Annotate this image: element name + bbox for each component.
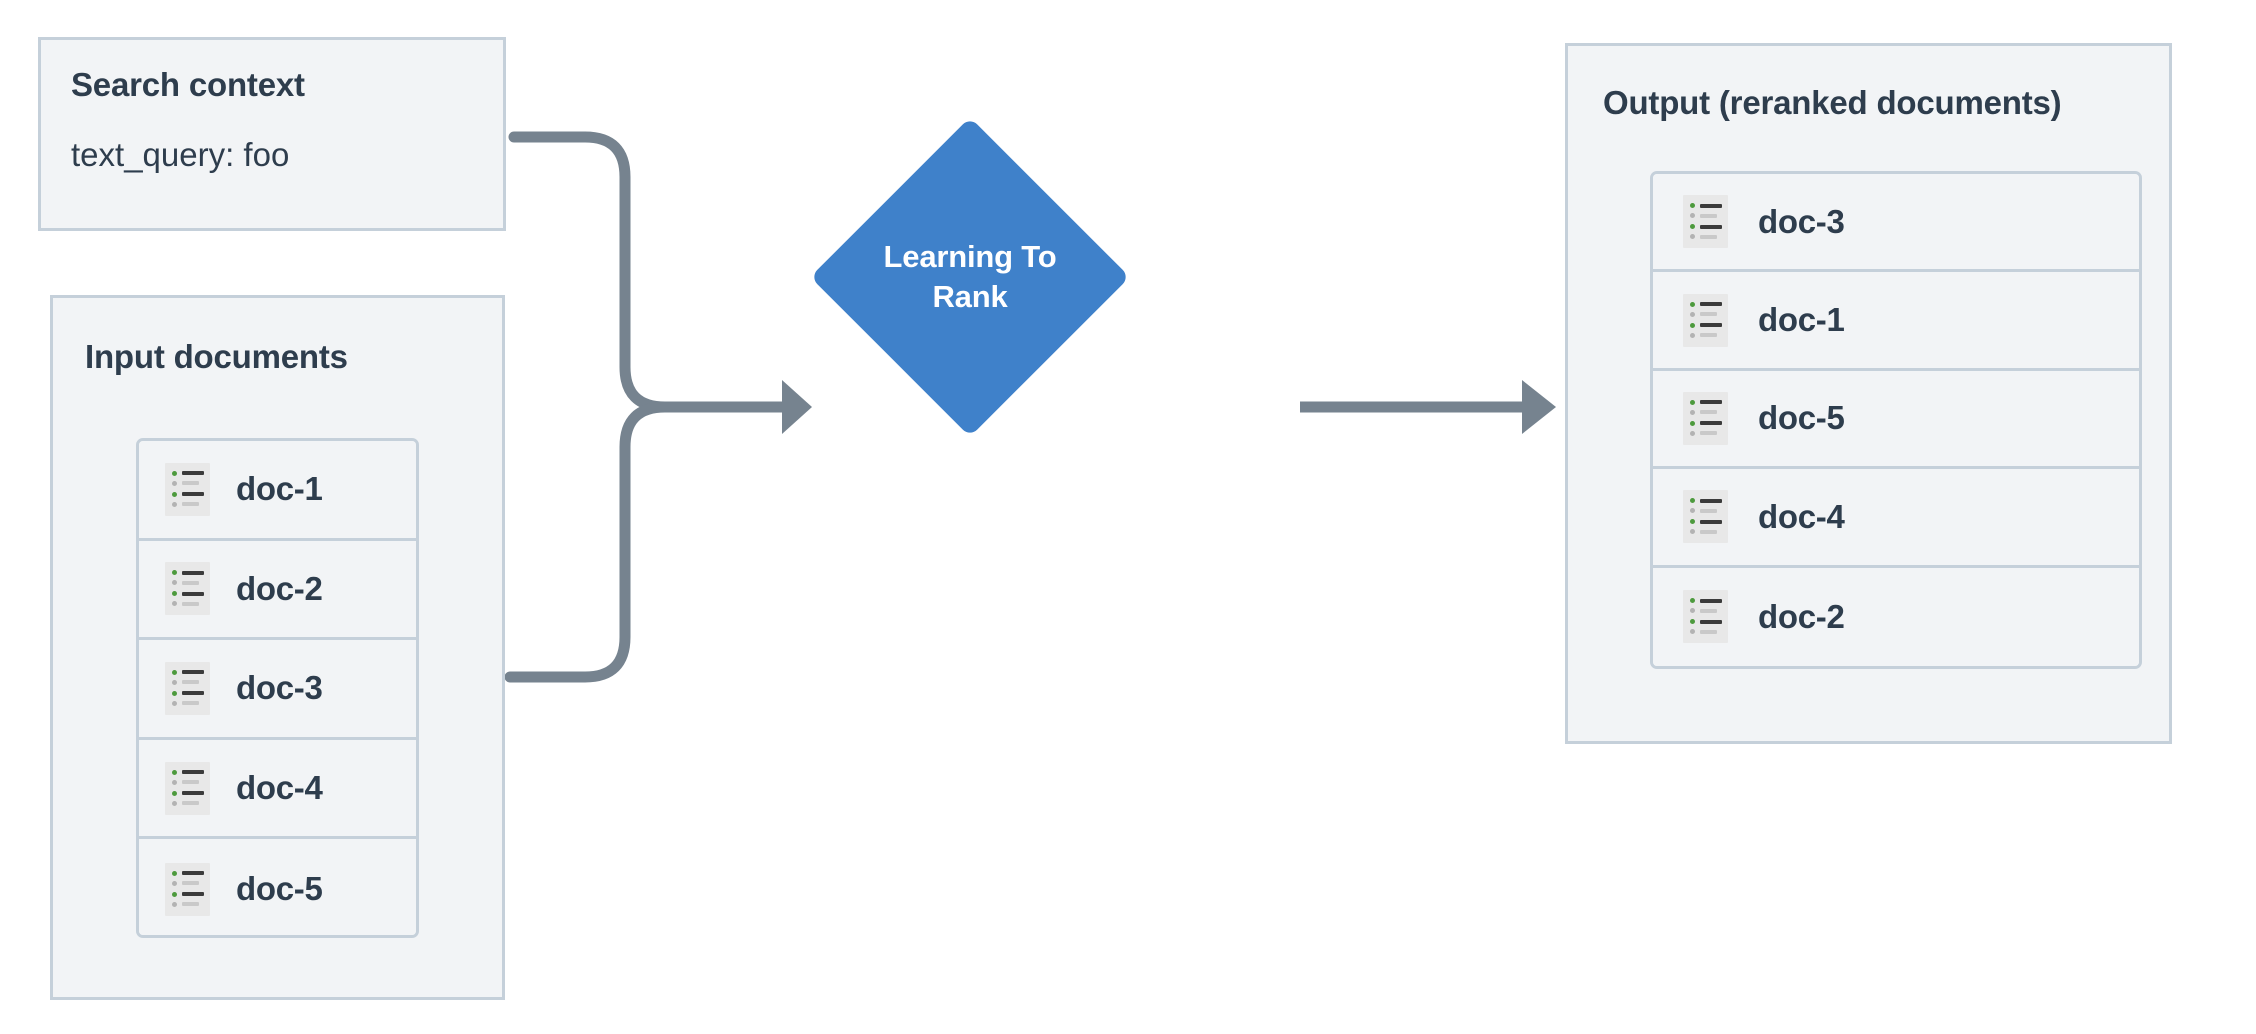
document-list-icon [1683, 293, 1728, 347]
list-item-label: doc-4 [1758, 497, 1845, 535]
list-item-label: doc-3 [1758, 202, 1845, 240]
list-item-label: doc-3 [236, 669, 323, 707]
list-item[interactable]: doc-3 [139, 640, 416, 740]
learning-to-rank-label: Learning To Rank [883, 239, 1057, 314]
list-item-label: doc-2 [1758, 597, 1845, 635]
list-item-label: doc-1 [236, 470, 323, 508]
list-item-label: doc-5 [1758, 399, 1845, 437]
arrowhead-into-model [782, 380, 812, 434]
list-item-label: doc-4 [236, 769, 323, 807]
list-item[interactable]: doc-4 [139, 739, 416, 840]
document-list-icon [165, 661, 210, 715]
list-item[interactable]: doc-1 [139, 441, 416, 541]
document-list-icon [165, 761, 210, 815]
output-document-list: doc-3 doc-1 doc-5 [1650, 171, 2142, 669]
list-item[interactable]: doc-5 [1653, 370, 2139, 470]
connector-search-context-to-model [508, 131, 796, 413]
list-item[interactable]: doc-4 [1653, 469, 2139, 568]
document-list-icon [1683, 590, 1728, 644]
list-item[interactable]: doc-1 [1653, 272, 2139, 371]
search-context-panel: Search context text_query: foo [38, 37, 506, 231]
list-item[interactable]: doc-2 [139, 540, 416, 641]
document-list-icon [1683, 490, 1728, 544]
document-list-icon [165, 562, 210, 616]
output-panel: Output (reranked documents) doc-3 [1565, 43, 2172, 744]
search-context-query-text: text_query: foo [71, 136, 290, 173]
list-item-label: doc-1 [1758, 301, 1845, 339]
list-item[interactable]: doc-2 [1653, 567, 2139, 666]
search-context-title: Search context [71, 66, 305, 103]
document-list-icon [165, 862, 210, 916]
list-item-label: doc-5 [236, 870, 323, 908]
arrowhead-into-output [1522, 380, 1556, 434]
output-title: Output (reranked documents) [1603, 84, 2062, 121]
list-item-label: doc-2 [236, 569, 323, 607]
input-document-list: doc-1 doc-2 doc-3 [136, 438, 419, 938]
document-list-icon [1683, 195, 1728, 249]
learning-to-rank-node[interactable]: Learning To Rank [810, 117, 1130, 437]
list-item[interactable]: doc-5 [139, 839, 416, 935]
input-documents-panel: Input documents doc-1 doc-2 [50, 295, 505, 1000]
list-item[interactable]: doc-3 [1653, 174, 2139, 273]
document-list-icon [165, 462, 210, 516]
input-documents-title: Input documents [85, 338, 348, 375]
document-list-icon [1683, 391, 1728, 445]
connector-input-documents-to-model [504, 401, 796, 683]
